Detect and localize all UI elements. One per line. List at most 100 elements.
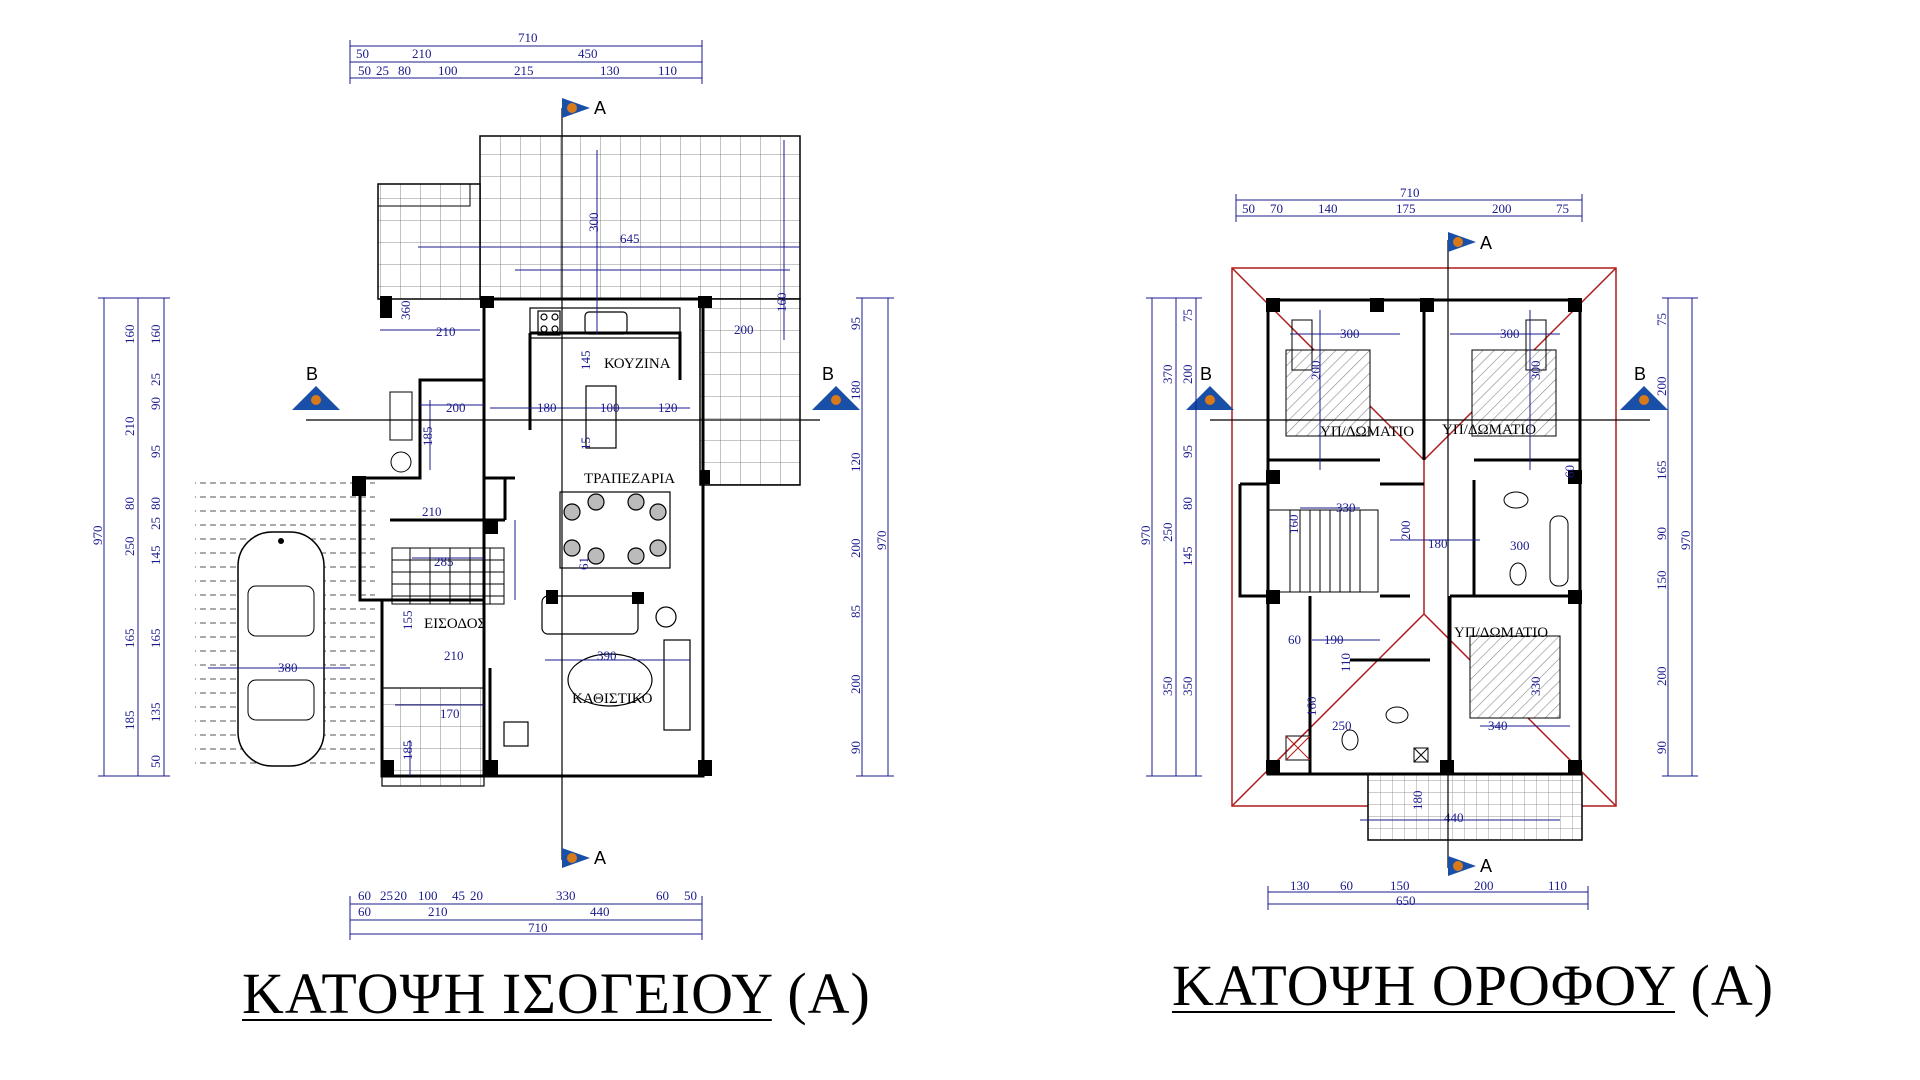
svg-text:60: 60: [358, 888, 371, 903]
svg-text:Α: Α: [594, 98, 606, 118]
svg-text:710: 710: [518, 30, 538, 45]
svg-text:170: 170: [440, 706, 460, 721]
svg-text:165: 165: [1654, 461, 1669, 481]
svg-text:90: 90: [148, 397, 163, 410]
svg-text:300: 300: [1528, 361, 1543, 381]
svg-text:60: 60: [358, 904, 371, 919]
ground-right-dims: [856, 297, 894, 777]
terrace-corner: [377, 183, 471, 207]
svg-text:50: 50: [1242, 201, 1255, 216]
svg-text:250: 250: [1160, 523, 1175, 543]
upper-floor-plan: 300 300 200 300 330 180 200 160 190 60 1…: [1138, 185, 1698, 910]
svg-text:60: 60: [1562, 465, 1577, 478]
svg-text:300: 300: [1340, 326, 1360, 341]
svg-text:210: 210: [412, 46, 432, 61]
ground-columns: [352, 296, 712, 776]
svg-text:50: 50: [358, 63, 371, 78]
svg-text:210: 210: [422, 504, 442, 519]
svg-text:360: 360: [398, 301, 413, 321]
svg-text:200: 200: [1654, 377, 1669, 397]
svg-text:300: 300: [1510, 538, 1530, 553]
svg-text:165: 165: [148, 629, 163, 649]
svg-text:200: 200: [848, 675, 863, 695]
svg-text:110: 110: [1338, 653, 1353, 672]
svg-text:160: 160: [148, 325, 163, 345]
svg-text:50: 50: [148, 755, 163, 768]
svg-text:95: 95: [1180, 445, 1195, 458]
svg-text:370: 370: [1160, 365, 1175, 385]
svg-text:160: 160: [774, 293, 789, 313]
section-marker-b-left-ground: Β: [292, 364, 340, 410]
svg-text:75: 75: [1654, 313, 1669, 326]
room-label-entrance: ΕΙΣΟΔΟΣ: [424, 616, 486, 632]
svg-text:75: 75: [1180, 309, 1195, 322]
svg-text:650: 650: [1396, 893, 1416, 908]
svg-text:145: 145: [578, 351, 593, 371]
upper-inner-dim-lines: [1290, 310, 1570, 821]
svg-text:180: 180: [537, 400, 557, 415]
svg-text:25: 25: [148, 517, 163, 530]
svg-text:90: 90: [848, 741, 863, 754]
svg-text:200: 200: [1492, 201, 1512, 216]
svg-text:330: 330: [1336, 500, 1356, 515]
svg-text:80: 80: [1180, 497, 1195, 510]
svg-text:190: 190: [1324, 632, 1344, 647]
svg-text:285: 285: [434, 554, 454, 569]
terrace-tiles-top: [479, 135, 801, 300]
svg-text:185: 185: [122, 711, 137, 731]
ground-room-labels: ΚΟΥΖΙΝΑ ΤΡΑΠΕΖΑΡΙΑ ΕΙΣΟΔΟΣ ΚΑΘΙΣΤΙΚΟ: [424, 356, 675, 707]
upper-stairs: [1267, 509, 1379, 593]
svg-text:155: 155: [400, 611, 415, 631]
svg-text:350: 350: [1180, 677, 1195, 697]
svg-text:200: 200: [446, 400, 466, 415]
svg-text:25: 25: [380, 888, 393, 903]
svg-text:50: 50: [684, 888, 697, 903]
svg-text:150: 150: [1654, 571, 1669, 591]
svg-text:330: 330: [556, 888, 576, 903]
section-marker-b-right-ground: Β: [812, 364, 860, 410]
svg-text:160: 160: [1286, 515, 1301, 535]
ground-top-dims: [349, 40, 703, 84]
svg-text:645: 645: [620, 231, 640, 246]
svg-text:95: 95: [148, 445, 163, 458]
upper-title-suffix: (Α): [1690, 953, 1775, 1018]
svg-text:200: 200: [1654, 667, 1669, 687]
svg-text:175: 175: [1396, 201, 1416, 216]
section-marker-b-left-upper: Β: [1186, 364, 1234, 410]
ground-floor-plan-title: ΚΑΤΟΨΗ ΙΣΟΓΕΙΟΥ (Α): [242, 960, 871, 1027]
svg-text:200: 200: [734, 322, 754, 337]
svg-text:185: 185: [400, 741, 415, 761]
car-icon: [237, 531, 325, 767]
ground-inner-dim-lines: [208, 140, 800, 776]
svg-text:80: 80: [398, 63, 411, 78]
svg-text:140: 140: [1318, 201, 1338, 216]
svg-text:350: 350: [1160, 677, 1175, 697]
svg-text:300: 300: [1500, 326, 1520, 341]
svg-text:100: 100: [438, 63, 458, 78]
svg-text:200: 200: [1474, 878, 1494, 893]
svg-text:970: 970: [1138, 526, 1153, 546]
svg-text:90: 90: [1654, 741, 1669, 754]
room-label-bedroom-3: ΥΠ/ΔΩΜΑΤΙΟ: [1454, 625, 1548, 641]
svg-text:180: 180: [1428, 536, 1448, 551]
svg-text:100: 100: [418, 888, 438, 903]
section-marker-a-top-upper: Α: [1448, 232, 1492, 253]
svg-text:70: 70: [1270, 201, 1283, 216]
ground-inner-dim-labels: 360 210 200 180 100 120 185 210 285 390 …: [278, 213, 789, 761]
svg-text:60: 60: [1288, 632, 1301, 647]
svg-text:Α: Α: [1480, 856, 1492, 876]
svg-text:215: 215: [514, 63, 534, 78]
svg-text:25: 25: [148, 373, 163, 386]
upper-inner-dim-labels: 300 300 200 300 330 180 200 160 190 60 1…: [1286, 326, 1577, 825]
svg-text:15: 15: [578, 437, 593, 450]
upper-left-dims: [1146, 297, 1202, 777]
svg-text:60: 60: [656, 888, 669, 903]
svg-text:200: 200: [1308, 361, 1323, 381]
svg-text:80: 80: [148, 497, 163, 510]
room-label-bedroom-2: ΥΠ/ΔΩΜΑΤΙΟ: [1442, 422, 1536, 438]
svg-text:180: 180: [848, 381, 863, 401]
kitchen-counter: [529, 307, 681, 449]
laundry-icons: [389, 391, 413, 473]
svg-text:60: 60: [1340, 878, 1353, 893]
